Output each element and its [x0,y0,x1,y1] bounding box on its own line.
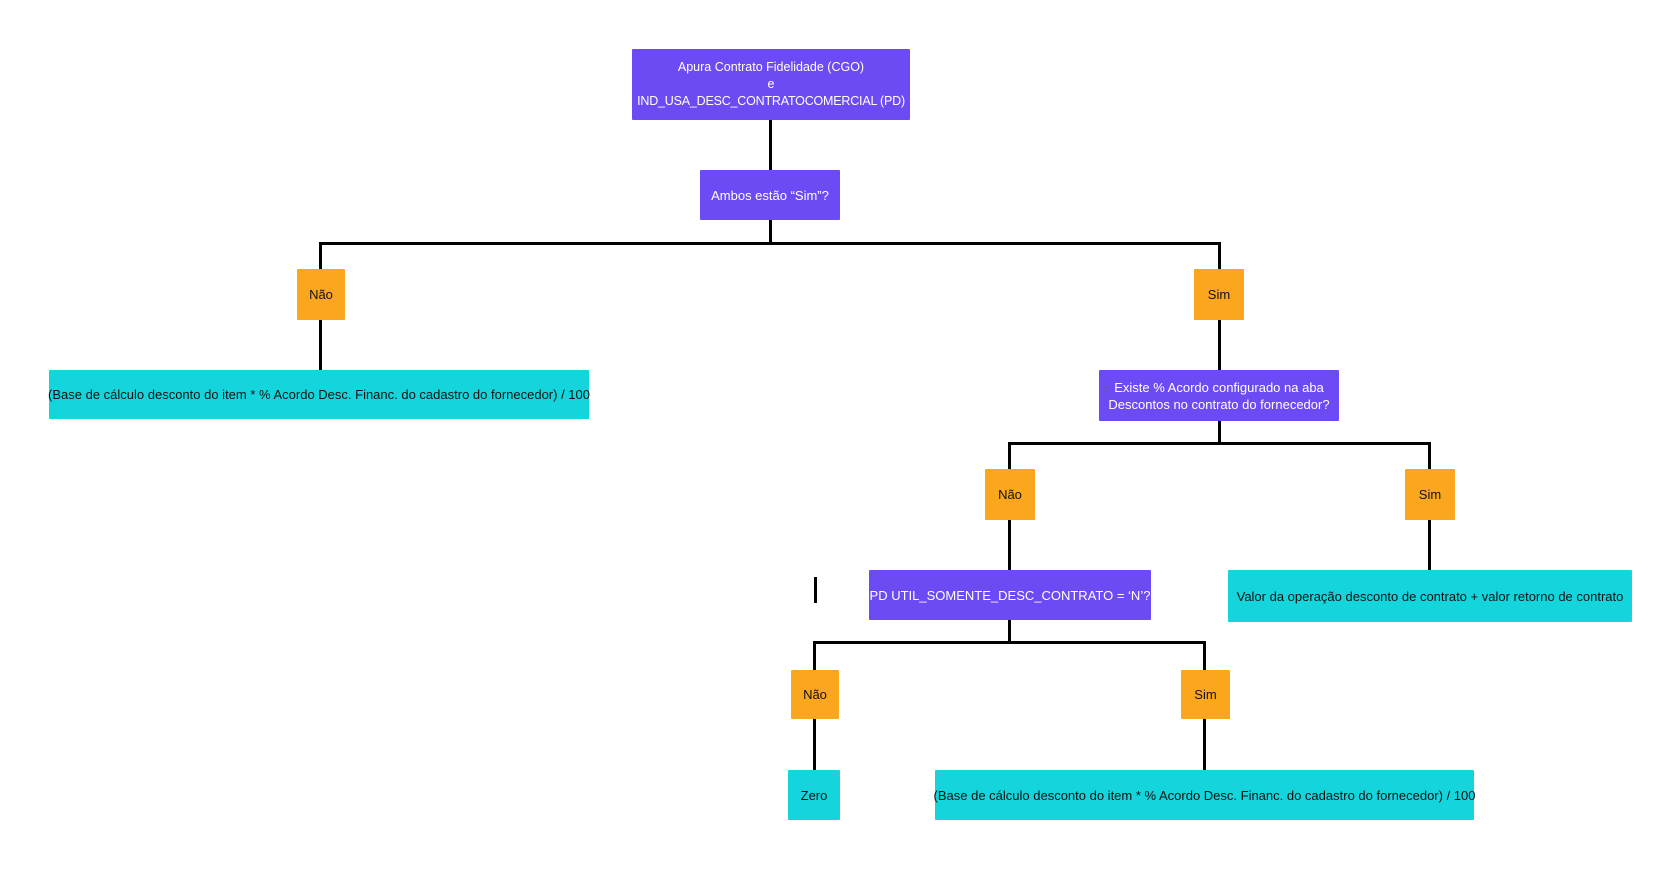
branch-label: Não [803,687,827,702]
node-result-valor[interactable]: Valor da operação desconto de contrato +… [1228,570,1632,622]
connector-existe-sim2 [1428,442,1431,469]
node-result-formula-bottom[interactable]: (Base de cálculo desconto do item * % Ac… [933,770,1476,820]
connector-pd-branch-bar [813,641,1206,644]
pd-label: PD UTIL_SOMENTE_DESC_CONTRATO = ‘N’? [869,587,1151,603]
root-line-3: IND_USA_DESC_CONTRATOCOMERCIAL (PD) [637,94,905,108]
ambos-label: Ambos estão “Sim”? [711,187,829,203]
branch-label: Não [998,487,1022,502]
node-branch-nao-1[interactable]: Não [297,269,345,320]
connector-sim2-valor [1428,520,1431,570]
branch-label: Sim [1418,487,1442,502]
connector-ambos-sim1 [1218,242,1221,269]
connector-root-ambos [769,120,772,170]
formula-left-label: (Base de cálculo desconto do item * % Ac… [48,387,590,402]
node-result-zero[interactable]: Zero [788,770,840,820]
existe-line-1: Existe % Acordo configurado na aba [1114,379,1324,395]
branch-label: Sim [1194,687,1217,702]
connector-nao3-zero [813,719,816,770]
node-branch-sim-3[interactable]: Sim [1181,670,1230,719]
formula-bottom-label: (Base de cálculo desconto do item * % Ac… [933,787,1476,803]
connector-ambos-stem [769,220,772,245]
node-branch-nao-3[interactable]: Não [791,670,839,719]
node-result-formula-left[interactable]: (Base de cálculo desconto do item * % Ac… [48,370,590,419]
zero-label: Zero [800,787,828,803]
node-branch-nao-2[interactable]: Não [985,469,1035,520]
branch-label: Não [309,287,333,302]
connector-sim1-existe [1218,320,1221,370]
node-existe-decision[interactable]: Existe % Acordo configurado na aba Desco… [1099,370,1339,421]
connector-pd-stem [1008,620,1011,644]
connector-pd-sim3 [1203,641,1206,670]
existe-line-2: Descontos no contrato do fornecedor? [1108,396,1330,412]
branch-label: Sim [1207,287,1231,302]
connector-existe-nao2 [1008,442,1011,469]
node-pd-decision[interactable]: PD UTIL_SOMENTE_DESC_CONTRATO = ‘N’? [869,570,1151,620]
node-root-question[interactable]: Apura Contrato Fidelidade (CGO) e IND_US… [632,49,910,120]
node-branch-sim-1[interactable]: Sim [1194,269,1244,320]
root-line-1: Apura Contrato Fidelidade (CGO) [677,60,865,74]
connector-existe-branch-bar [1008,442,1431,445]
connector-pd-nao3 [813,641,816,670]
connector-ambos-nao1 [319,242,322,269]
valor-label: Valor da operação desconto de contrato +… [1236,588,1624,604]
connector-sim3-formula-bottom [1203,719,1206,770]
connector-nao2-pd [1008,520,1011,570]
node-branch-sim-2[interactable]: Sim [1405,469,1455,520]
connector-nao1-formula-left [319,320,322,370]
node-ambos-decision[interactable]: Ambos estão “Sim”? [700,170,840,220]
root-line-2: e [767,77,775,91]
connector-existe-stem [1218,421,1221,444]
connector-ambos-branch-bar [319,242,1221,245]
stray-line-mark [814,577,817,603]
